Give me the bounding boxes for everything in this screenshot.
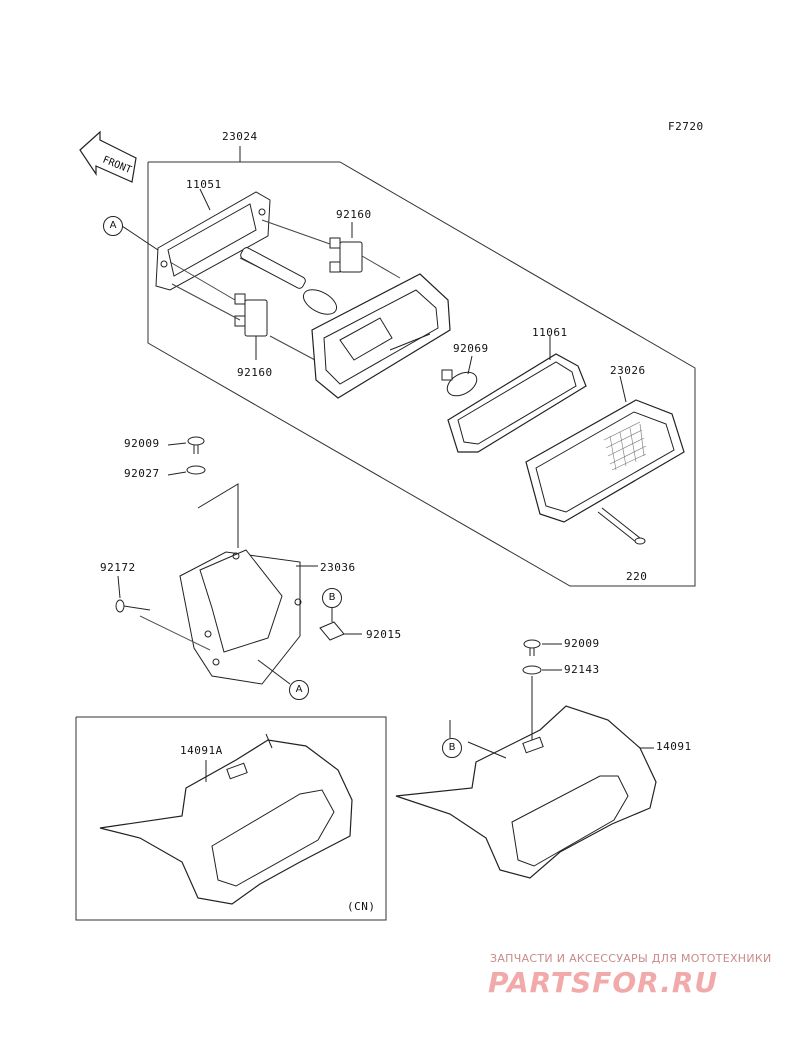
part-label-11061[interactable]: 11061	[532, 326, 568, 339]
screw-92009-lower	[523, 639, 562, 656]
part-label-92009-upper[interactable]: 92009	[124, 437, 160, 450]
bolt-92172	[115, 575, 211, 651]
part-label-23026[interactable]: 23026	[610, 364, 646, 377]
watermark-tagline: ЗАПЧАСТИ И АКСЕССУАРЫ ДЛЯ МОТОТЕХНИКИ	[490, 952, 772, 965]
screw-92009-upper	[187, 436, 205, 454]
callout-a-lower[interactable]: A	[289, 680, 309, 700]
callout-b-lower[interactable]: B	[442, 738, 462, 758]
socket-92160-bottom	[234, 293, 268, 360]
socket-92160-top	[329, 222, 363, 273]
part-label-220[interactable]: 220	[626, 570, 648, 583]
lamp-housing	[311, 273, 451, 399]
part-label-92160-bottom[interactable]: 92160	[237, 366, 273, 379]
variant-note: (CN)	[347, 900, 376, 913]
part-label-92172[interactable]: 92172	[100, 561, 136, 574]
leader-callout-a-lower	[257, 659, 291, 685]
callout-b-upper[interactable]: B	[322, 588, 342, 608]
gasket-11061	[447, 336, 587, 453]
bracket-11051	[155, 188, 271, 291]
part-label-23024[interactable]: 23024	[222, 130, 258, 143]
leader-callout-a-upper	[121, 225, 159, 251]
front-arrow-icon: FRONT	[79, 130, 137, 183]
bulb-92069	[441, 355, 478, 397]
part-label-92069[interactable]: 92069	[453, 342, 489, 355]
part-label-92009-lower[interactable]: 92009	[564, 637, 600, 650]
clip-nut-92015	[319, 606, 362, 641]
lens-23026	[525, 375, 685, 523]
part-label-92015[interactable]: 92015	[366, 628, 402, 641]
variant-box-cn	[75, 716, 387, 921]
bracket-23036	[179, 483, 318, 685]
callout-a-upper[interactable]: A	[103, 216, 123, 236]
leader-92009-upper	[167, 442, 187, 446]
part-label-11051[interactable]: 11051	[186, 178, 222, 191]
part-label-14091A[interactable]: 14091A	[180, 744, 223, 757]
figure-code: F2720	[668, 120, 704, 133]
cover-14091A	[99, 733, 353, 905]
part-label-23036[interactable]: 23036	[320, 561, 356, 574]
watermark-logo: PARTSFOR.RU	[488, 966, 719, 999]
part-label-92160-top[interactable]: 92160	[336, 208, 372, 221]
part-label-92027[interactable]: 92027	[124, 467, 160, 480]
part-label-14091[interactable]: 14091	[656, 740, 692, 753]
bulb-socket	[240, 247, 338, 315]
screw-220	[597, 507, 646, 545]
assembly-frame-23024	[147, 146, 696, 587]
part-label-92143[interactable]: 92143	[564, 663, 600, 676]
washer-92143	[522, 665, 562, 740]
washer-92027	[186, 465, 206, 475]
cover-14091	[395, 705, 657, 879]
leader-92027	[167, 471, 187, 476]
